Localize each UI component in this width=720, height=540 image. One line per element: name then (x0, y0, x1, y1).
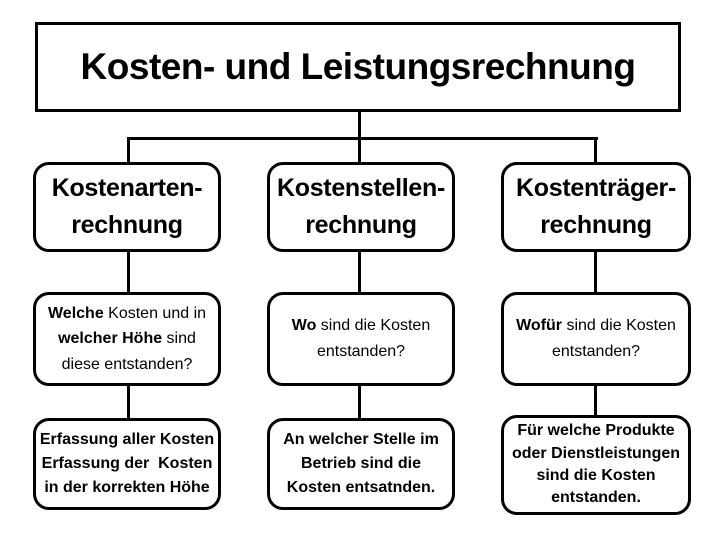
connector-question-answer-2 (358, 383, 361, 420)
answer-line: oder Dienstleistungen (511, 444, 681, 462)
connector-header-question-2 (358, 250, 361, 294)
question-text: Kosten und in (103, 304, 207, 322)
connector-title-stem (358, 111, 361, 139)
header-line: rechnung (71, 211, 183, 239)
kostenstellen-answer-box: An welcher Stelle im Betrieb sind die Ko… (267, 418, 455, 510)
question-emphasis: Wo (291, 317, 317, 335)
answer-line: Erfassung aller Kosten (39, 431, 215, 448)
question-line: Welche Kosten und in (48, 301, 206, 327)
question-line: Wofür sind die Kosten (516, 313, 676, 339)
question-text: entstanden? (316, 343, 406, 360)
connector-header-question-3 (594, 250, 597, 294)
question-line: entstanden? (317, 339, 405, 365)
kostentraeger-header-box: Kostenträger- rechnung (501, 162, 691, 252)
connector-horizontal-bar (127, 137, 598, 140)
question-line: welcher Höhe sind (58, 326, 196, 352)
question-text: sind die Kosten (316, 317, 431, 335)
question-emphasis: Wofür (516, 317, 563, 335)
question-text: sind (162, 330, 196, 348)
answer-line: Für welche Produkte (517, 422, 675, 440)
header-line: rechnung (540, 211, 652, 239)
question-emphasis: welcher Höhe (58, 330, 163, 348)
kostenarten-header-box: Kostenarten- rechnung (33, 162, 221, 252)
connector-drop-kostentraeger (594, 137, 597, 164)
kostentraeger-question-box: Wofür sind die Kosten entstanden? (501, 292, 691, 386)
answer-line: Erfassung der Kosten (41, 455, 213, 472)
answer-line: Kosten entsatnden. (286, 479, 436, 496)
answer-line: in der korrekten Höhe (44, 479, 210, 496)
connector-question-answer-3 (594, 383, 597, 417)
kostenarten-question-box: Welche Kosten und in welcher Höhe sind d… (33, 292, 221, 386)
kostentraeger-answer-box: Für welche Produkte oder Dienstleistunge… (501, 415, 691, 515)
question-emphasis: Welche (47, 304, 104, 322)
question-text: diese entstanden? (61, 355, 193, 373)
connector-drop-kostenstellen (358, 137, 361, 164)
header-line: Kostenträger- (515, 173, 677, 202)
connector-question-answer-1 (127, 383, 130, 420)
title-box: Kosten- und Leistungsrechnung (35, 22, 681, 112)
question-text: entstanden? (551, 343, 641, 360)
connector-header-question-1 (127, 250, 130, 294)
header-line: Kostenstellen- (276, 173, 446, 202)
answer-line: sind die Kosten (536, 467, 656, 484)
connector-drop-kostenarten (127, 137, 130, 164)
question-line: entstanden? (552, 339, 640, 365)
answer-line: An welcher Stelle im (283, 431, 439, 448)
answer-line: entstanden. (551, 489, 641, 507)
kostenstellen-header-box: Kostenstellen- rechnung (267, 162, 455, 252)
question-text: sind die Kosten (562, 317, 676, 335)
answer-line: Betrieb sind die (300, 455, 422, 472)
kostenarten-answer-box: Erfassung aller Kosten Erfassung der Kos… (33, 418, 221, 510)
question-line: diese entstanden? (62, 352, 193, 378)
header-line: Kostenarten- (51, 173, 203, 202)
kostenstellen-question-box: Wo sind die Kosten entstanden? (267, 292, 455, 386)
question-line: Wo sind die Kosten (292, 313, 430, 339)
header-line: rechnung (305, 211, 417, 239)
diagram-title: Kosten- und Leistungsrechnung (80, 46, 636, 87)
